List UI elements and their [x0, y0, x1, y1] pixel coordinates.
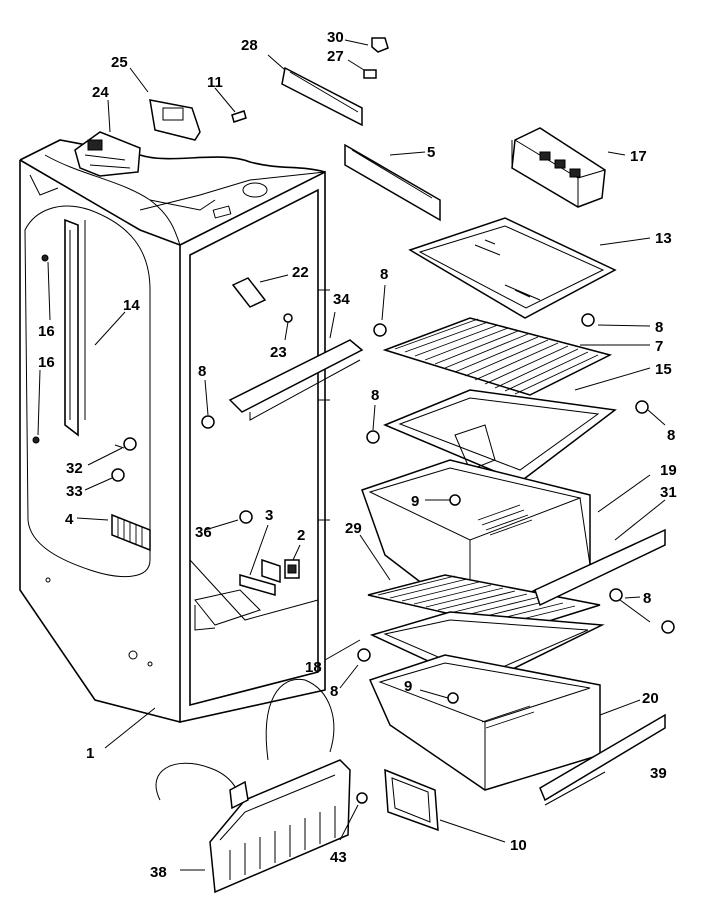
- callout-19: 19: [660, 462, 677, 479]
- callout-23: 23: [270, 344, 287, 361]
- callout-8-d: 8: [655, 319, 663, 336]
- part-23-screw: [283, 313, 293, 323]
- callout-7: 7: [655, 338, 663, 355]
- callout-32: 32: [66, 460, 83, 477]
- part-32-knob: [114, 437, 137, 451]
- callout-4: 4: [65, 511, 74, 528]
- part-34-bracket: [228, 339, 364, 421]
- part-2-clip: [284, 559, 300, 579]
- part-28-rail: [281, 66, 363, 127]
- callout-31: 31: [660, 484, 677, 501]
- callout-30: 30: [327, 29, 344, 46]
- callout-9-b: 9: [404, 678, 412, 695]
- callout-28: 28: [241, 37, 258, 54]
- callout-14: 14: [123, 297, 140, 314]
- callout-36: 36: [195, 524, 212, 541]
- callout-20: 20: [642, 690, 659, 707]
- part-15-cover-frame: [383, 389, 617, 483]
- callout-16-b: 16: [38, 354, 55, 371]
- part-3-bracket: [239, 558, 281, 596]
- part-5-cover: [344, 143, 441, 222]
- part-39-trim: [539, 713, 666, 802]
- callout-18: 18: [305, 659, 322, 676]
- part-31-trim: [534, 528, 666, 607]
- part-24-control-housing: [74, 131, 141, 177]
- part-8-fasteners: [201, 313, 675, 662]
- callout-27: 27: [327, 48, 344, 65]
- callout-16-a: 16: [38, 323, 55, 340]
- part-22-bracket: [231, 277, 267, 308]
- part-36-nut: [239, 510, 253, 524]
- leader-lines: [37, 39, 666, 871]
- callout-5: 5: [427, 144, 435, 161]
- callout-11: 11: [207, 74, 223, 91]
- part-43-screw: [356, 792, 368, 804]
- callout-8-a: 8: [380, 266, 388, 283]
- callout-22: 22: [292, 264, 309, 281]
- callout-29: 29: [345, 520, 362, 537]
- part-38-basket: [155, 678, 351, 894]
- callout-1: 1: [86, 745, 94, 762]
- callout-25: 25: [111, 54, 128, 71]
- callout-labels: 30 27 28 25 24 11 5 17 13 22 34 8 8 8 8 …: [38, 29, 677, 881]
- part-17-bin: [511, 127, 606, 208]
- callout-13: 13: [655, 230, 672, 247]
- part-25-bracket: [149, 99, 201, 141]
- part-7-wire-shelf: [382, 317, 613, 396]
- callout-8-e: 8: [667, 427, 675, 444]
- part-33-knob: [111, 468, 125, 482]
- callout-8-c: 8: [371, 387, 379, 404]
- part-10-panel: [384, 768, 439, 832]
- liner-cabinet: [19, 139, 330, 723]
- part-11-screw: [231, 110, 247, 123]
- callout-34: 34: [333, 291, 350, 308]
- callout-17: 17: [630, 148, 647, 165]
- part-16-screw: [32, 254, 49, 444]
- callout-43: 43: [330, 849, 347, 866]
- part-20-drawer: [368, 654, 601, 791]
- callout-15: 15: [655, 361, 672, 378]
- callout-24: 24: [92, 84, 109, 101]
- part-4-grille: [111, 513, 151, 552]
- callout-8-b: 8: [198, 363, 206, 380]
- part-13-glass-shelf: [408, 217, 617, 319]
- callout-10: 10: [510, 837, 527, 854]
- part-27-screw: [363, 69, 377, 79]
- callout-39: 39: [650, 765, 667, 782]
- part-30-clip: [371, 37, 389, 53]
- callout-8-g: 8: [330, 683, 338, 700]
- callout-38: 38: [150, 864, 167, 881]
- callout-9-a: 9: [411, 493, 419, 510]
- callout-2: 2: [297, 527, 305, 544]
- callout-3: 3: [265, 507, 273, 524]
- callout-33: 33: [66, 483, 83, 500]
- callout-8-f: 8: [643, 590, 651, 607]
